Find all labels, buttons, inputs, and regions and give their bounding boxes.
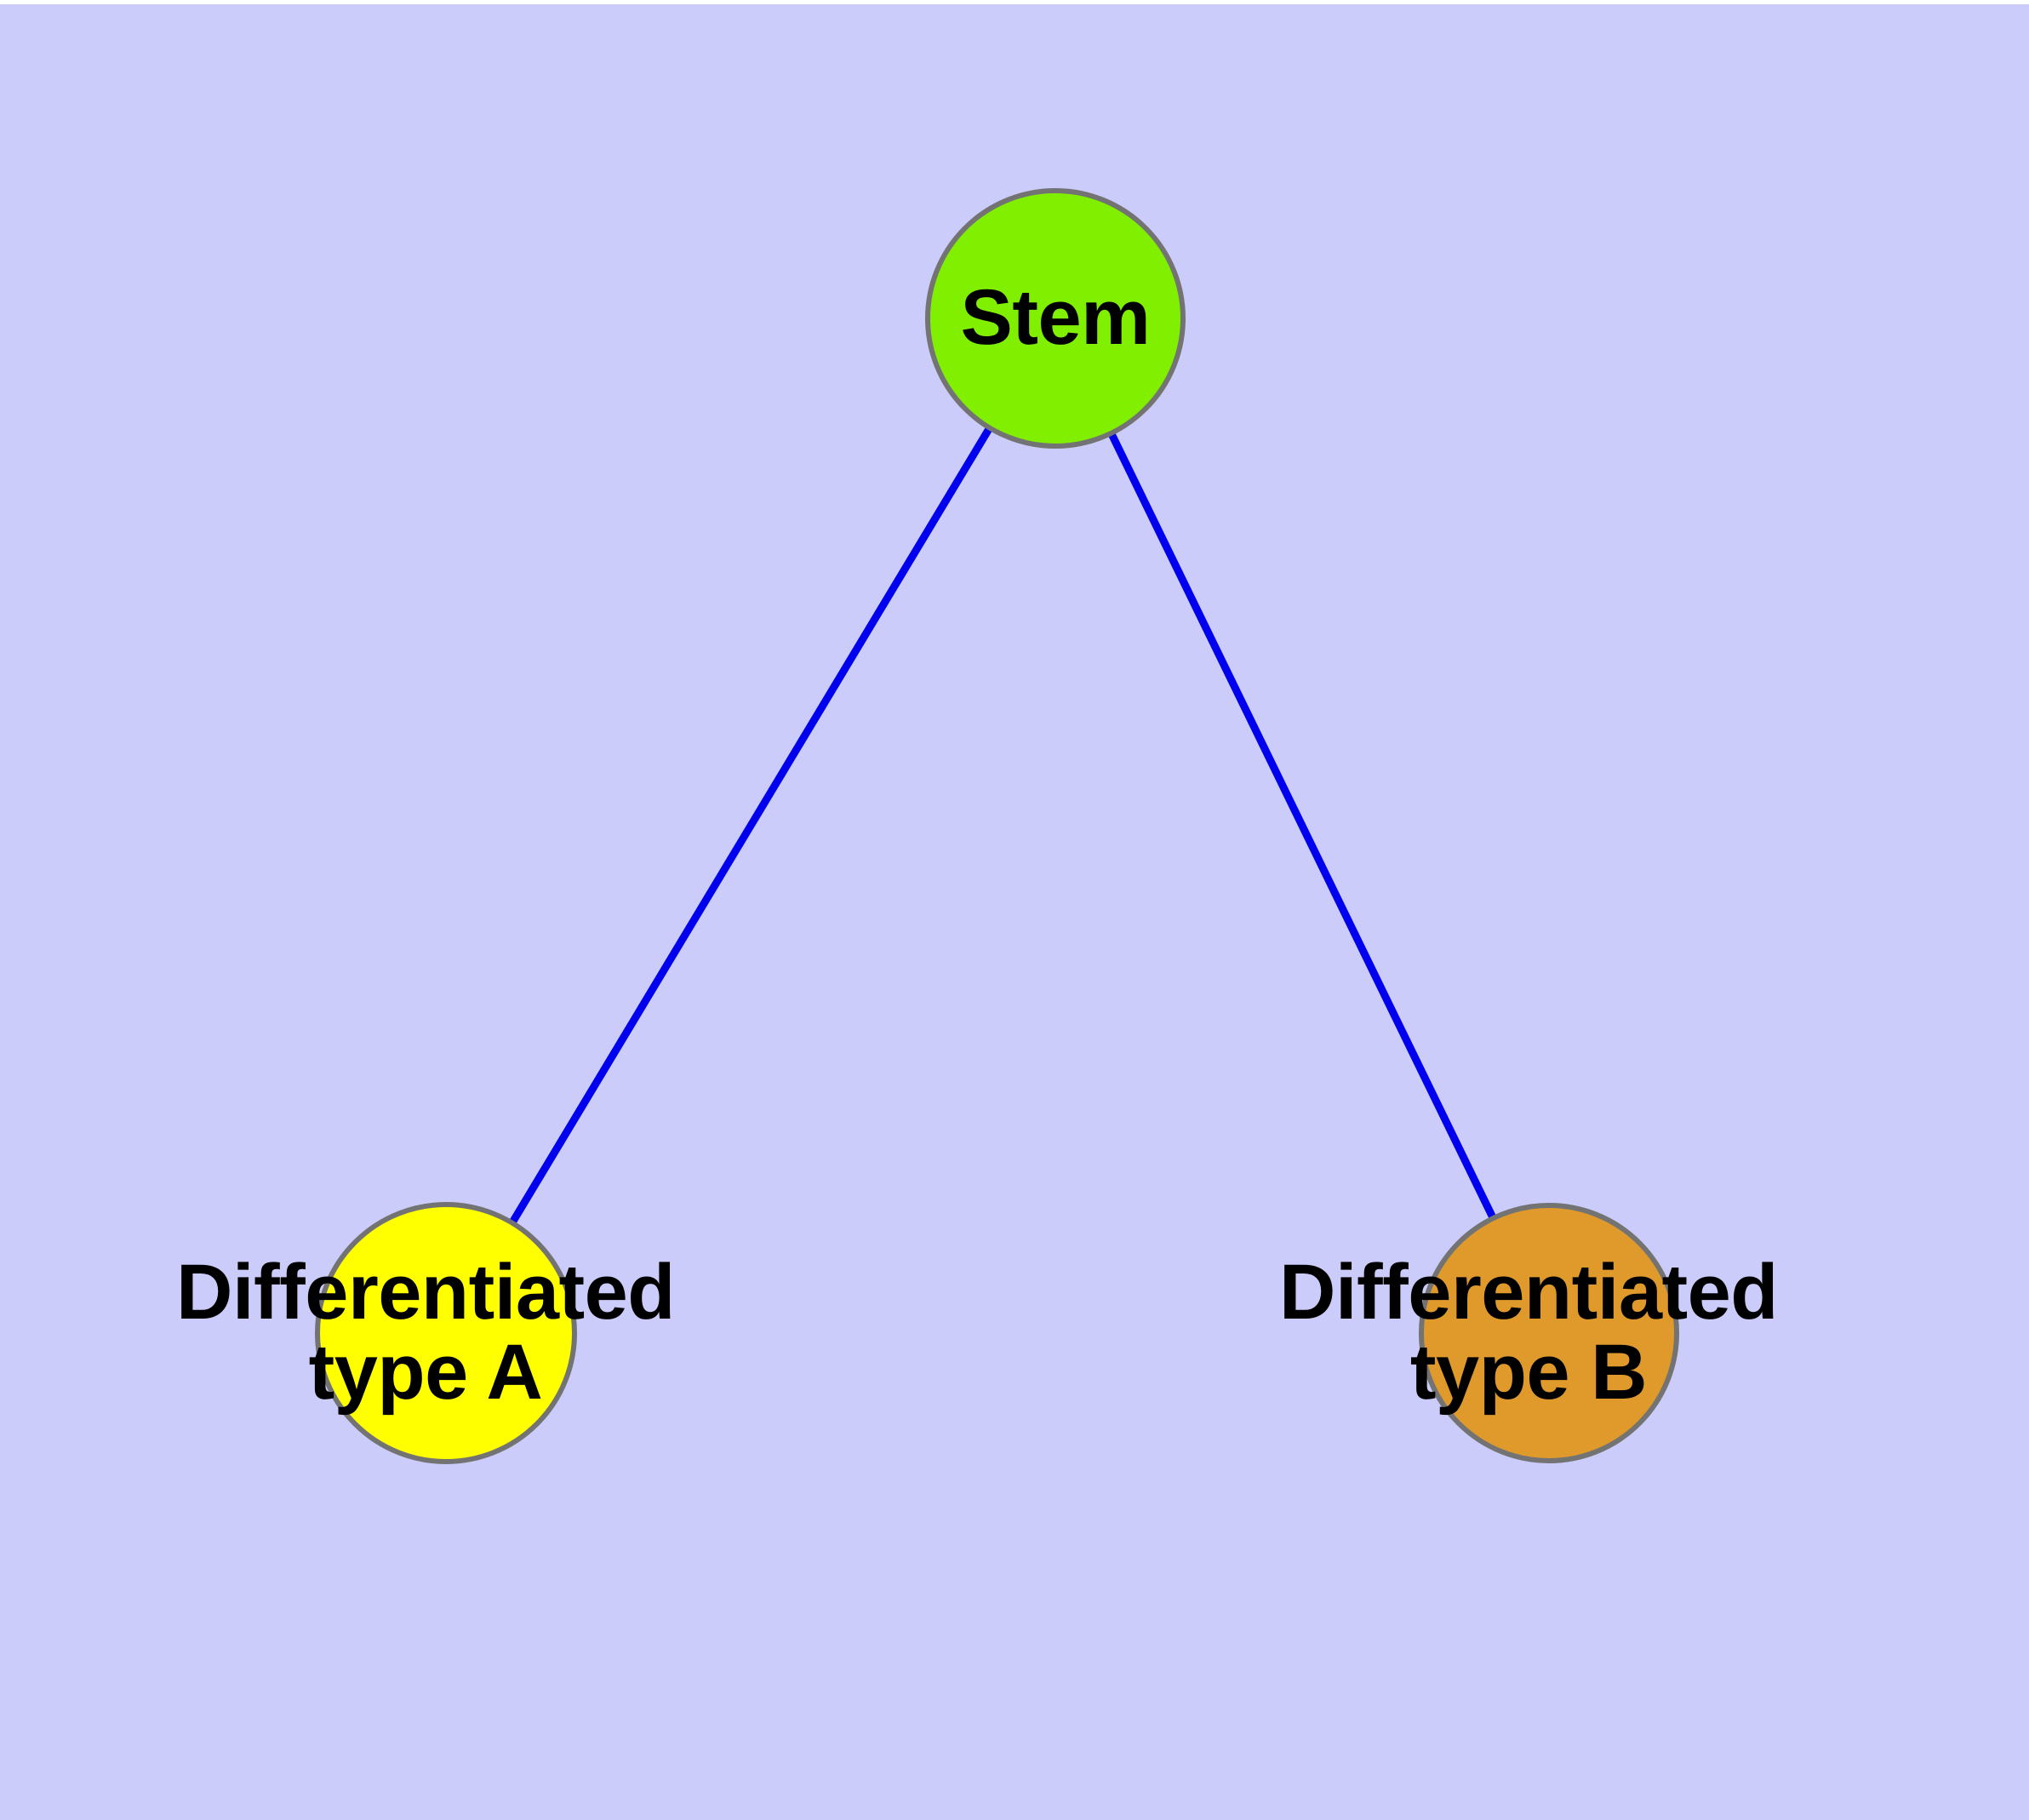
- graph-node-diff_a[interactable]: [315, 1202, 577, 1464]
- graph-node-diff_b[interactable]: [1419, 1203, 1679, 1463]
- edge-layer: [508, 426, 1497, 1225]
- graph-edge[interactable]: [508, 426, 993, 1225]
- node-layer: [315, 188, 1679, 1464]
- graph-node-stem[interactable]: [925, 188, 1186, 449]
- graph-edge[interactable]: [1107, 431, 1497, 1221]
